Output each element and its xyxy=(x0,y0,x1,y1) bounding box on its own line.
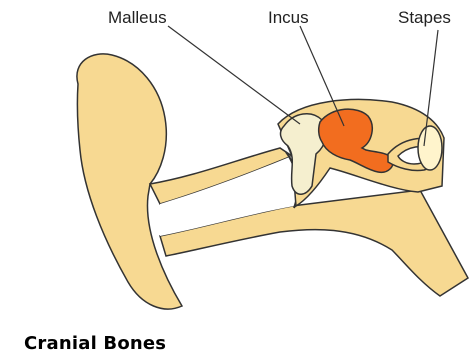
stapes-label: Stapes xyxy=(398,8,451,27)
diagram-caption: Cranial Bones xyxy=(24,333,166,354)
malleus-leader-line xyxy=(168,26,300,124)
malleus-label: Malleus xyxy=(108,8,167,27)
incus-label: Incus xyxy=(268,8,309,27)
oval-window xyxy=(418,126,442,170)
